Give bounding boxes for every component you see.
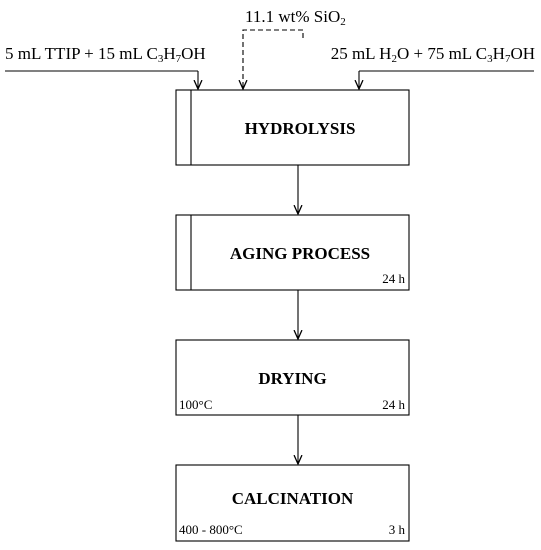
calcination-box [175, 464, 410, 542]
calcination-temperature: 400 - 800°C [179, 522, 243, 537]
drying-temperature: 100°C [179, 397, 213, 412]
silica-dashed-line [242, 29, 304, 89]
calcination-time: 3 h [388, 522, 405, 537]
hydrolysis-title: HYDROLYSIS [244, 119, 356, 138]
aging-title: AGING PROCESS [229, 244, 371, 263]
hydrolysis-box [175, 89, 410, 166]
drying-title: DRYING [258, 369, 327, 388]
drying-box [175, 339, 410, 416]
aging-time: 24 h [382, 271, 405, 286]
aging-box [175, 214, 410, 291]
calcination-title: CALCINATION [231, 489, 354, 508]
silica-input-label: 11.1 wt% SiO2 [245, 7, 346, 28]
right-input-label: 25 mL H2O + 75 mL C3H7OH [330, 44, 535, 65]
left-input-label: 5 mL TTIP + 15 mL C3H7OH [5, 44, 206, 65]
drying-time: 24 h [382, 397, 405, 412]
